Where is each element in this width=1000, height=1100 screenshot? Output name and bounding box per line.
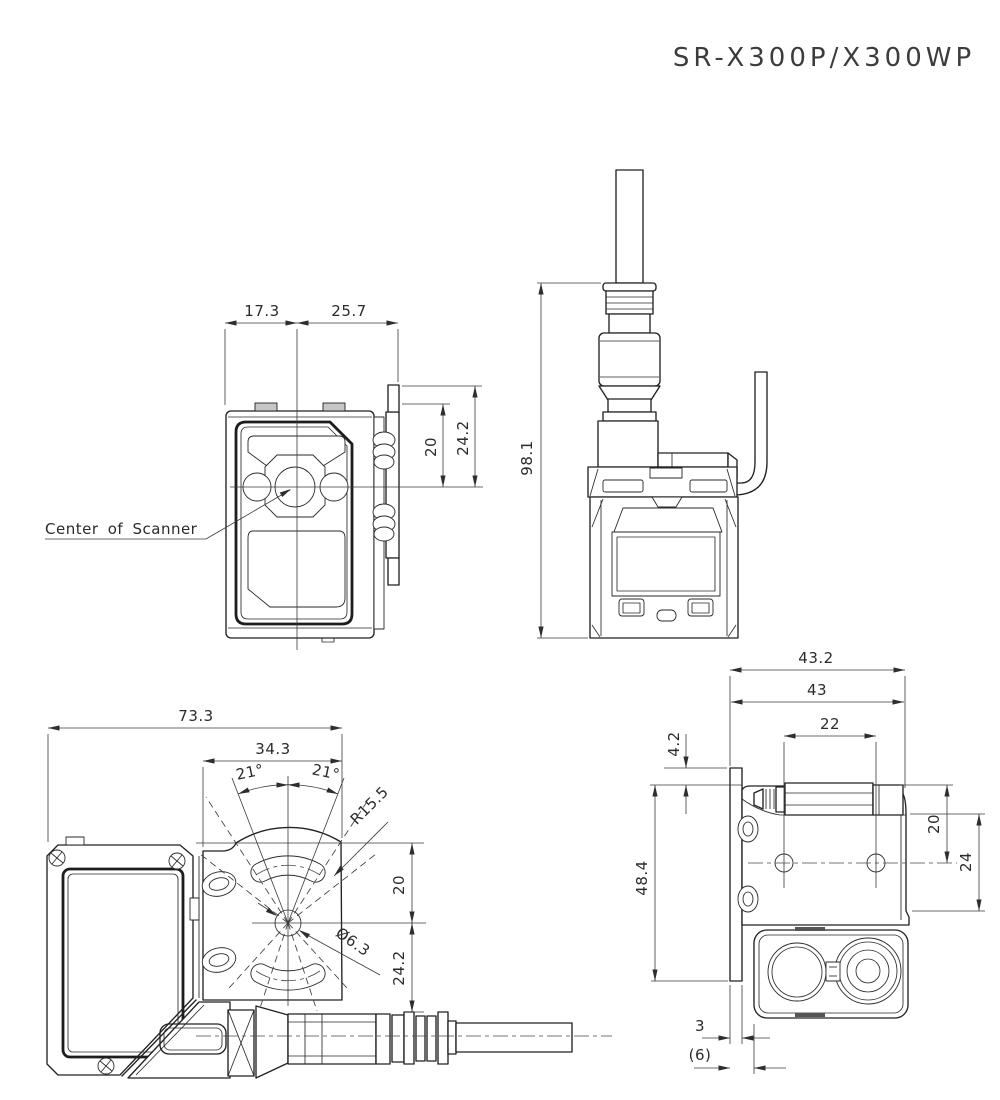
dim-20-rear: 20 [925, 814, 943, 834]
dim-20-front: 20 [422, 437, 440, 457]
center-of-scanner-callout: Center of Scanner [45, 486, 293, 540]
profile-dim-angles: 21° 21° [234, 760, 342, 797]
rear-dim-widths: 43.2 43 [729, 649, 906, 788]
profile-view: 73.3 34.3 21° 21° R15.5 Ø6. [46, 707, 612, 1079]
rear-connector [753, 782, 904, 816]
dim-20-profile: 20 [390, 875, 408, 895]
profile-cable [455, 1022, 573, 1053]
dim-43: 43 [807, 681, 827, 699]
dim-3: 3 [695, 1017, 705, 1035]
front-spring-clip-upper [372, 431, 396, 470]
side-cable-connector [597, 169, 661, 468]
profile-dim-heights: 20 24.2 [196, 842, 424, 1013]
side-dim-height: 98.1 [518, 282, 601, 639]
profile-dim-widths: 73.3 34.3 [47, 707, 343, 847]
dim-21-right: 21° [310, 760, 341, 783]
dim-17-3: 17.3 [244, 302, 279, 320]
front-dim-height: 20 24.2 [402, 385, 482, 487]
profile-clip-upper [201, 871, 237, 897]
rear-lens-left [767, 942, 827, 1002]
dim-98-1: 98.1 [518, 440, 536, 475]
dim-24-2-profile: 24.2 [390, 950, 408, 985]
profile-body [46, 844, 194, 1076]
profile-window [61, 867, 185, 1059]
front-top-tab-right [322, 402, 346, 412]
dim-25-7: 25.7 [331, 302, 366, 320]
profile-rotation-fan [199, 776, 426, 1012]
front-bracket [372, 384, 400, 630]
side-top-block [657, 452, 729, 468]
rear-dim-offset: 4.2 [650, 731, 742, 814]
profile-cable-assembly [121, 999, 612, 1079]
dim-73-3: 73.3 [178, 707, 213, 725]
profile-screws [48, 849, 186, 1075]
front-top-tab-left [254, 402, 278, 412]
dim-4-2: 4.2 [665, 731, 683, 756]
rear-bracket-plate [729, 767, 743, 982]
rear-lens-housing [753, 927, 909, 1019]
rear-dim-plate-height: 48.4 [633, 785, 728, 982]
side-view: 98.1 [518, 169, 768, 639]
dim-6-ref: (6) [689, 1046, 712, 1064]
dim-34-3: 34.3 [255, 740, 290, 758]
dim-22: 22 [820, 715, 840, 733]
dim-24: 24 [957, 852, 975, 872]
dim-21-left: 21° [234, 760, 265, 783]
dim-43-2: 43.2 [798, 649, 833, 667]
profile-clip-lower [201, 947, 237, 973]
rear-lens-right [834, 937, 902, 1005]
front-view: 17.3 25.7 20 24.2 Center of Scanner [45, 302, 483, 650]
rear-dim-right: 20 24 [899, 784, 985, 912]
profile-boot [159, 1023, 227, 1055]
rear-clip-upper [737, 815, 759, 843]
drawing-title: SR-X300P/X300WP [673, 43, 975, 73]
front-window [234, 420, 354, 626]
side-display [611, 531, 721, 597]
front-spring-clip-lower [372, 503, 396, 542]
front-lower-panel [247, 530, 346, 608]
dim-48-4: 48.4 [633, 860, 651, 895]
rear-view: 43.2 43 4.2 22 [633, 649, 985, 1074]
rear-dim-hole-pitch: 22 [783, 715, 877, 888]
center-of-scanner-label: Center of Scanner [45, 520, 198, 538]
cable [615, 169, 644, 284]
side-indicator [656, 609, 677, 622]
dim-24-2-front: 24.2 [454, 420, 472, 455]
rear-dim-bottom: 3 (6) [689, 985, 786, 1074]
rear-clip-lower [737, 885, 759, 913]
front-dim-width: 17.3 25.7 [224, 302, 399, 405]
profile-center-hole [274, 909, 302, 937]
